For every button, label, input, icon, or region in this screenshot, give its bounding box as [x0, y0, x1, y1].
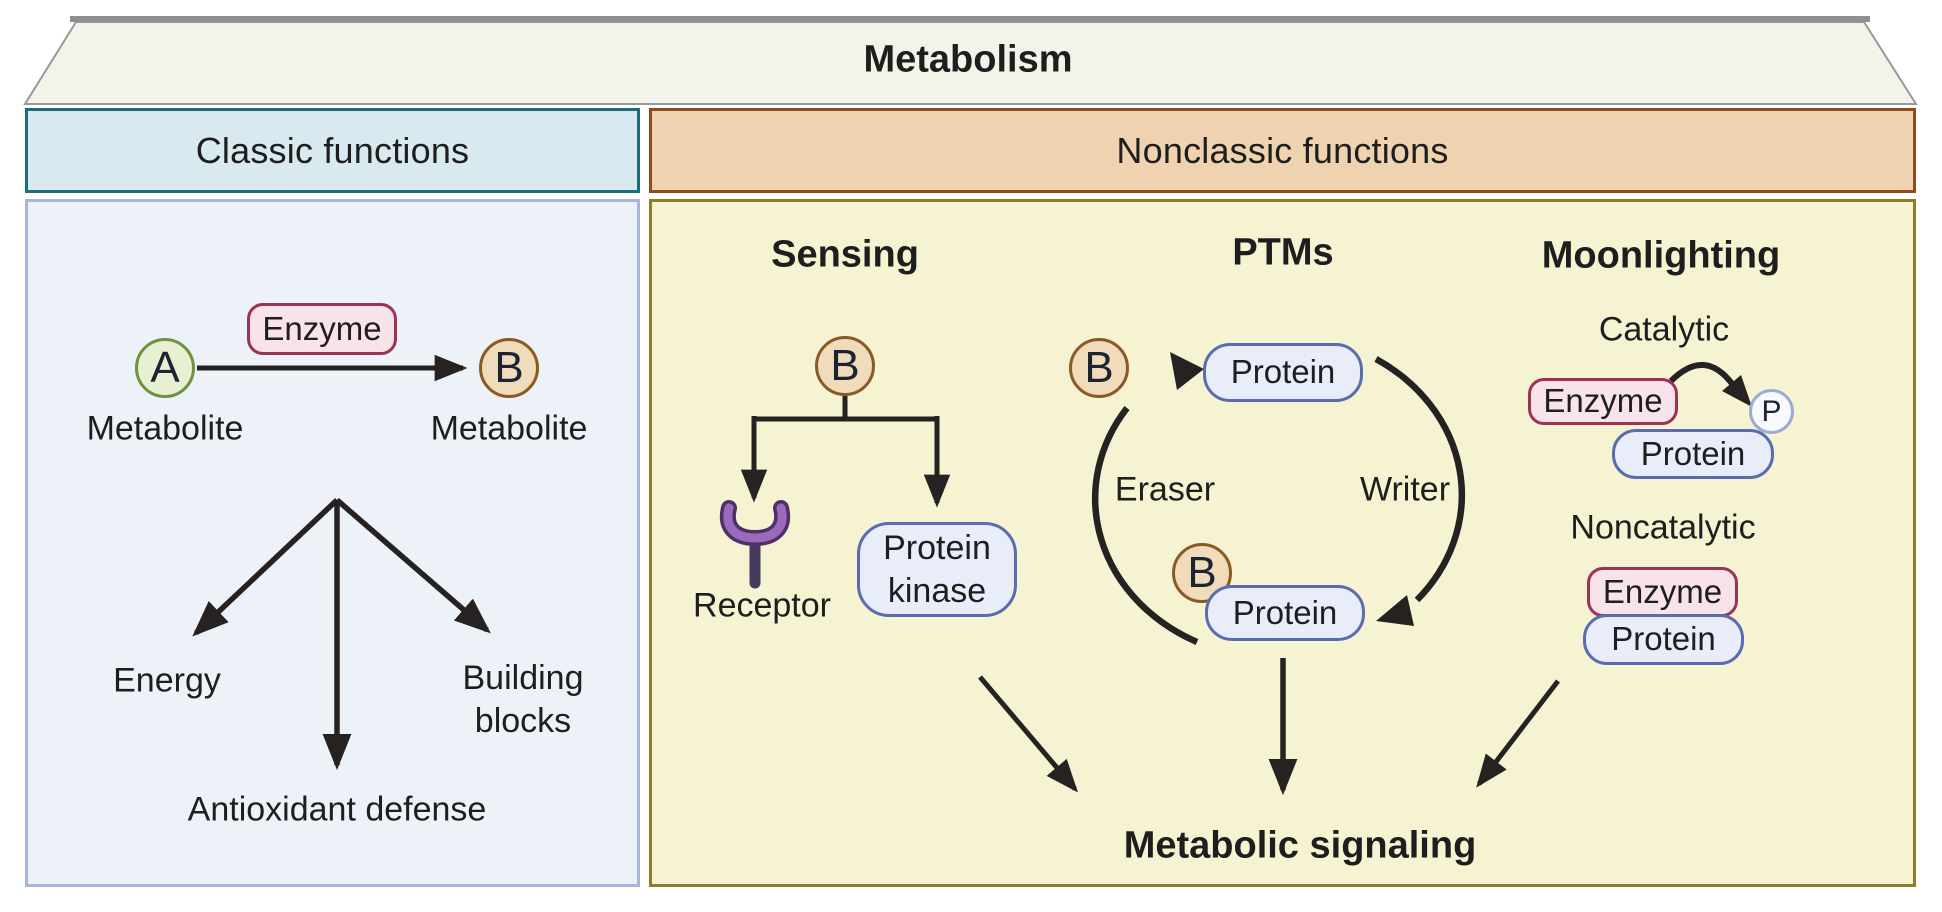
sensing-title: Sensing — [771, 233, 919, 276]
protein-kinase-pill: Protein kinase — [857, 522, 1017, 617]
sensing-b-circle: B — [815, 336, 875, 396]
metabolism-title: Metabolism — [863, 38, 1073, 81]
nonclassic-header: Nonclassic functions — [649, 108, 1916, 193]
eraser-label: Eraser — [1114, 470, 1216, 509]
classic-header-label: Classic functions — [195, 129, 470, 171]
metabolite-a-letter: A — [150, 343, 180, 392]
moonlighting-title: Moonlighting — [1541, 234, 1781, 277]
metabolite-label-right: Metabolite — [430, 409, 588, 448]
ptms-title: PTMs — [1232, 231, 1334, 274]
moonlighting-protein-pill-catalytic: Protein — [1612, 429, 1774, 479]
metabolite-b-letter: B — [494, 343, 524, 392]
ptm-protein-bottom-pill: Protein — [1205, 585, 1365, 641]
noncatalytic-label: Noncatalytic — [1570, 508, 1756, 547]
nonclassic-header-label: Nonclassic functions — [1116, 129, 1449, 171]
metabolic-signaling-label: Metabolic signaling — [1123, 824, 1477, 867]
moonlighting-protein-pill-noncatalytic: Protein — [1583, 614, 1744, 665]
classic-header: Classic functions — [25, 108, 640, 193]
ptm-protein-top-pill: Protein — [1203, 343, 1363, 402]
moonlighting-enzyme-pill-catalytic: Enzyme — [1528, 378, 1678, 425]
antioxidant-label: Antioxidant defense — [187, 790, 487, 829]
receptor-label: Receptor — [693, 586, 831, 625]
metabolite-a-circle: A — [135, 338, 195, 398]
metabolite-b-circle: B — [479, 338, 539, 398]
metabolite-label-left: Metabolite — [86, 409, 244, 448]
building-blocks-label: Building blocks — [462, 659, 584, 740]
energy-label: Energy — [113, 661, 221, 700]
catalytic-label: Catalytic — [1598, 310, 1730, 349]
phosphate-circle: P — [1749, 389, 1794, 434]
moonlighting-enzyme-pill-noncatalytic: Enzyme — [1587, 567, 1738, 617]
enzyme-pill: Enzyme — [247, 303, 397, 355]
ptm-b-free-circle: B — [1069, 338, 1129, 398]
writer-label: Writer — [1359, 470, 1451, 509]
